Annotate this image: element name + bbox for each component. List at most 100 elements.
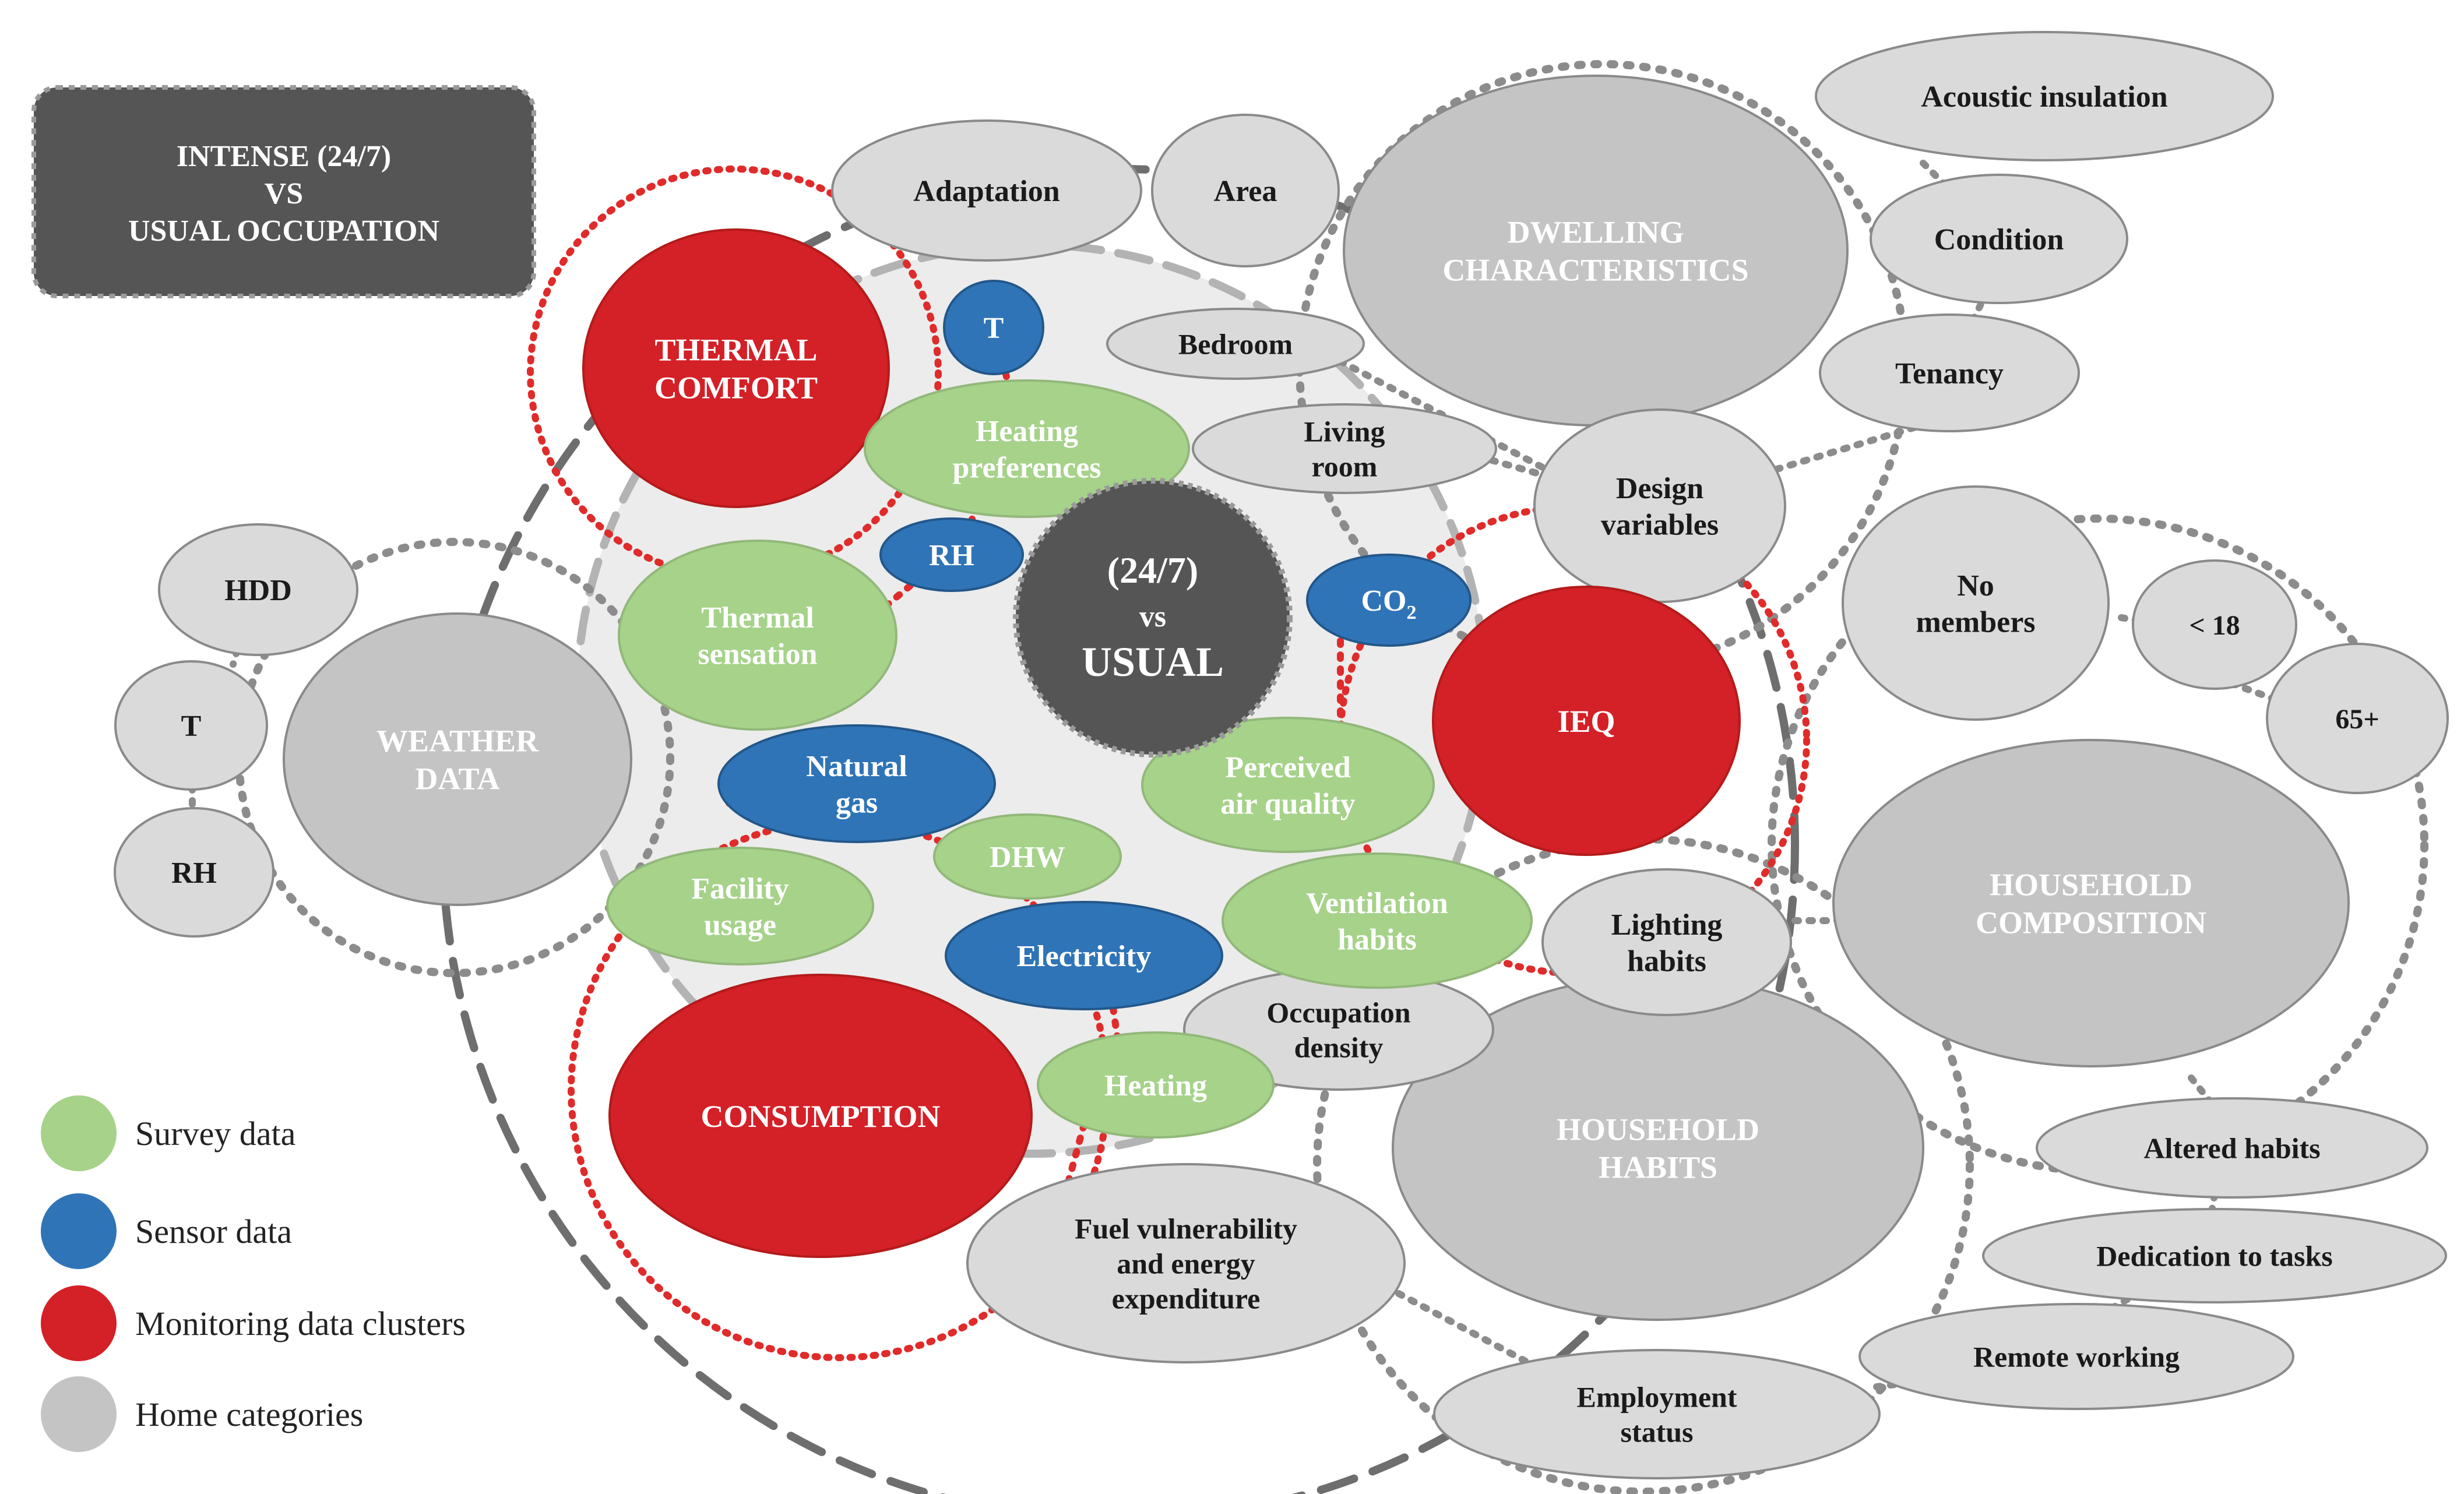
legend-item-sensor: Sensor data: [41, 1193, 682, 1269]
node-remote-working-label: Remote working: [1973, 1341, 2180, 1373]
survey-dot-icon: [41, 1095, 117, 1171]
node-over-65: 65+: [2266, 643, 2449, 794]
legend-item-survey: Survey data: [41, 1095, 682, 1171]
node-no-members-label: No: [1957, 569, 1994, 602]
node-sensor-rh-shape: [879, 517, 1024, 592]
node-remote-working: Remote working: [1858, 1303, 2294, 1410]
node-tenancy-shape: [1819, 313, 2080, 432]
legend-item-home: Home categories: [41, 1376, 682, 1452]
node-lighting-habits-shape: [1541, 868, 1792, 1016]
node-thermal-sensation-label: sensation: [698, 637, 817, 671]
node-employment-status-shape: [1433, 1349, 1881, 1479]
node-weather-t-label: T: [181, 710, 202, 743]
node-altered-habits-shape: [2036, 1097, 2428, 1199]
node-electricity-label: Electricity: [1017, 940, 1152, 973]
node-adaptation: Adaptation: [831, 119, 1142, 262]
thermal-comfort-cluster-label: THERMAL: [654, 333, 817, 368]
node-hdd-shape: [158, 523, 358, 656]
household-habits-label: HOUSEHOLD: [1557, 1112, 1759, 1147]
weather-data-label: DATA: [416, 761, 500, 796]
household-composition-label: COMPOSITION: [1976, 905, 2206, 940]
node-ventilation-habits-label: Ventilation: [1306, 887, 1448, 920]
title-box-label: VS: [265, 177, 303, 210]
node-living-room-label: room: [1312, 450, 1378, 483]
node-sensor-t: T: [943, 280, 1044, 375]
node-electricity: Electricity: [945, 901, 1223, 1010]
node-perceived-air-quality-label: air quality: [1220, 787, 1356, 820]
node-co2: CO2: [1306, 554, 1472, 647]
node-hdd: HDD: [158, 523, 358, 656]
node-no-members-label: members: [1916, 605, 2035, 639]
node-under-18-label: < 18: [2189, 610, 2240, 641]
node-fuel-vulnerability-label: expenditure: [1112, 1282, 1261, 1315]
weather-data-label: WEATHER: [376, 724, 539, 759]
node-employment-status-label: status: [1620, 1416, 1693, 1449]
node-hdd-label: HDD: [224, 574, 292, 607]
thermal-comfort-cluster-label: COMFORT: [654, 370, 818, 405]
consumption-cluster: CONSUMPTION: [608, 974, 1033, 1258]
node-electricity-shape: [945, 901, 1223, 1010]
node-heating-preferences-label: preferences: [952, 451, 1101, 484]
node-occupation-density-label: Occupation: [1266, 996, 1410, 1029]
consumption-cluster-shape: [608, 974, 1033, 1258]
dwelling-characteristics-label: DWELLING: [1507, 215, 1684, 250]
node-natural-gas-label: Natural: [806, 750, 907, 783]
node-under-18-shape: [2132, 559, 2297, 690]
node-heating-preferences-label: Heating: [976, 415, 1078, 448]
ieq-cluster-shape: [1432, 586, 1741, 856]
node-dhw-label: DHW: [990, 841, 1065, 874]
node-fuel-vulnerability-shape: [966, 1163, 1406, 1363]
node-dedication-to-tasks-shape: [1982, 1208, 2447, 1303]
node-ventilation-habits-label: habits: [1337, 923, 1417, 956]
node-natural-gas-label: gas: [836, 786, 878, 819]
node-weather-rh-shape: [114, 807, 274, 938]
node-condition: Condition: [1870, 174, 2128, 304]
node-perceived-air-quality-shape: [1141, 717, 1435, 853]
node-area: Area: [1151, 114, 1340, 267]
node-altered-habits: Altered habits: [2036, 1097, 2428, 1199]
legend-item-monitoring: Monitoring data clusters: [41, 1285, 682, 1361]
node-heating-preferences-shape: [864, 379, 1190, 518]
node-area-shape: [1151, 114, 1340, 267]
node-ventilation-habits-shape: [1222, 852, 1533, 989]
node-thermal-sensation-shape: [618, 540, 897, 731]
node-condition-label: Condition: [1934, 223, 2064, 256]
title-box-shape: [31, 85, 536, 298]
node-heating: Heating: [1037, 1031, 1275, 1139]
node-fuel-vulnerability-label: and energy: [1117, 1248, 1255, 1280]
ieq-cluster-label: IEQ: [1557, 704, 1615, 739]
center-node-label: USUAL: [1082, 639, 1224, 685]
legend-label: Survey data: [135, 1114, 296, 1153]
dwelling-characteristics-label: CHARACTERISTICS: [1442, 252, 1748, 287]
node-facility-usage-shape: [606, 847, 874, 966]
household-habits-label: HABITS: [1599, 1150, 1717, 1185]
node-tenancy-label: Tenancy: [1895, 357, 2004, 390]
title-box-label: USUAL OCCUPATION: [128, 214, 439, 248]
node-co2-shape: [1306, 554, 1472, 647]
link-heating-fuel: [1063, 1121, 1087, 1192]
node-thermal-sensation-label: Thermal: [701, 601, 814, 635]
center-node-label: (24/7): [1107, 549, 1198, 591]
node-weather-t: T: [114, 660, 268, 791]
node-fuel-vulnerability-label: Fuel vulnerability: [1075, 1213, 1297, 1245]
node-living-room-shape: [1192, 403, 1497, 494]
node-sensor-t-shape: [943, 280, 1044, 375]
node-acoustic-insulation: Acoustic insulation: [1815, 31, 2274, 161]
node-weather-rh-label: RH: [171, 857, 217, 890]
dwelling-characteristics-shape: [1343, 75, 1849, 427]
monitoring-dot-icon: [41, 1285, 117, 1361]
